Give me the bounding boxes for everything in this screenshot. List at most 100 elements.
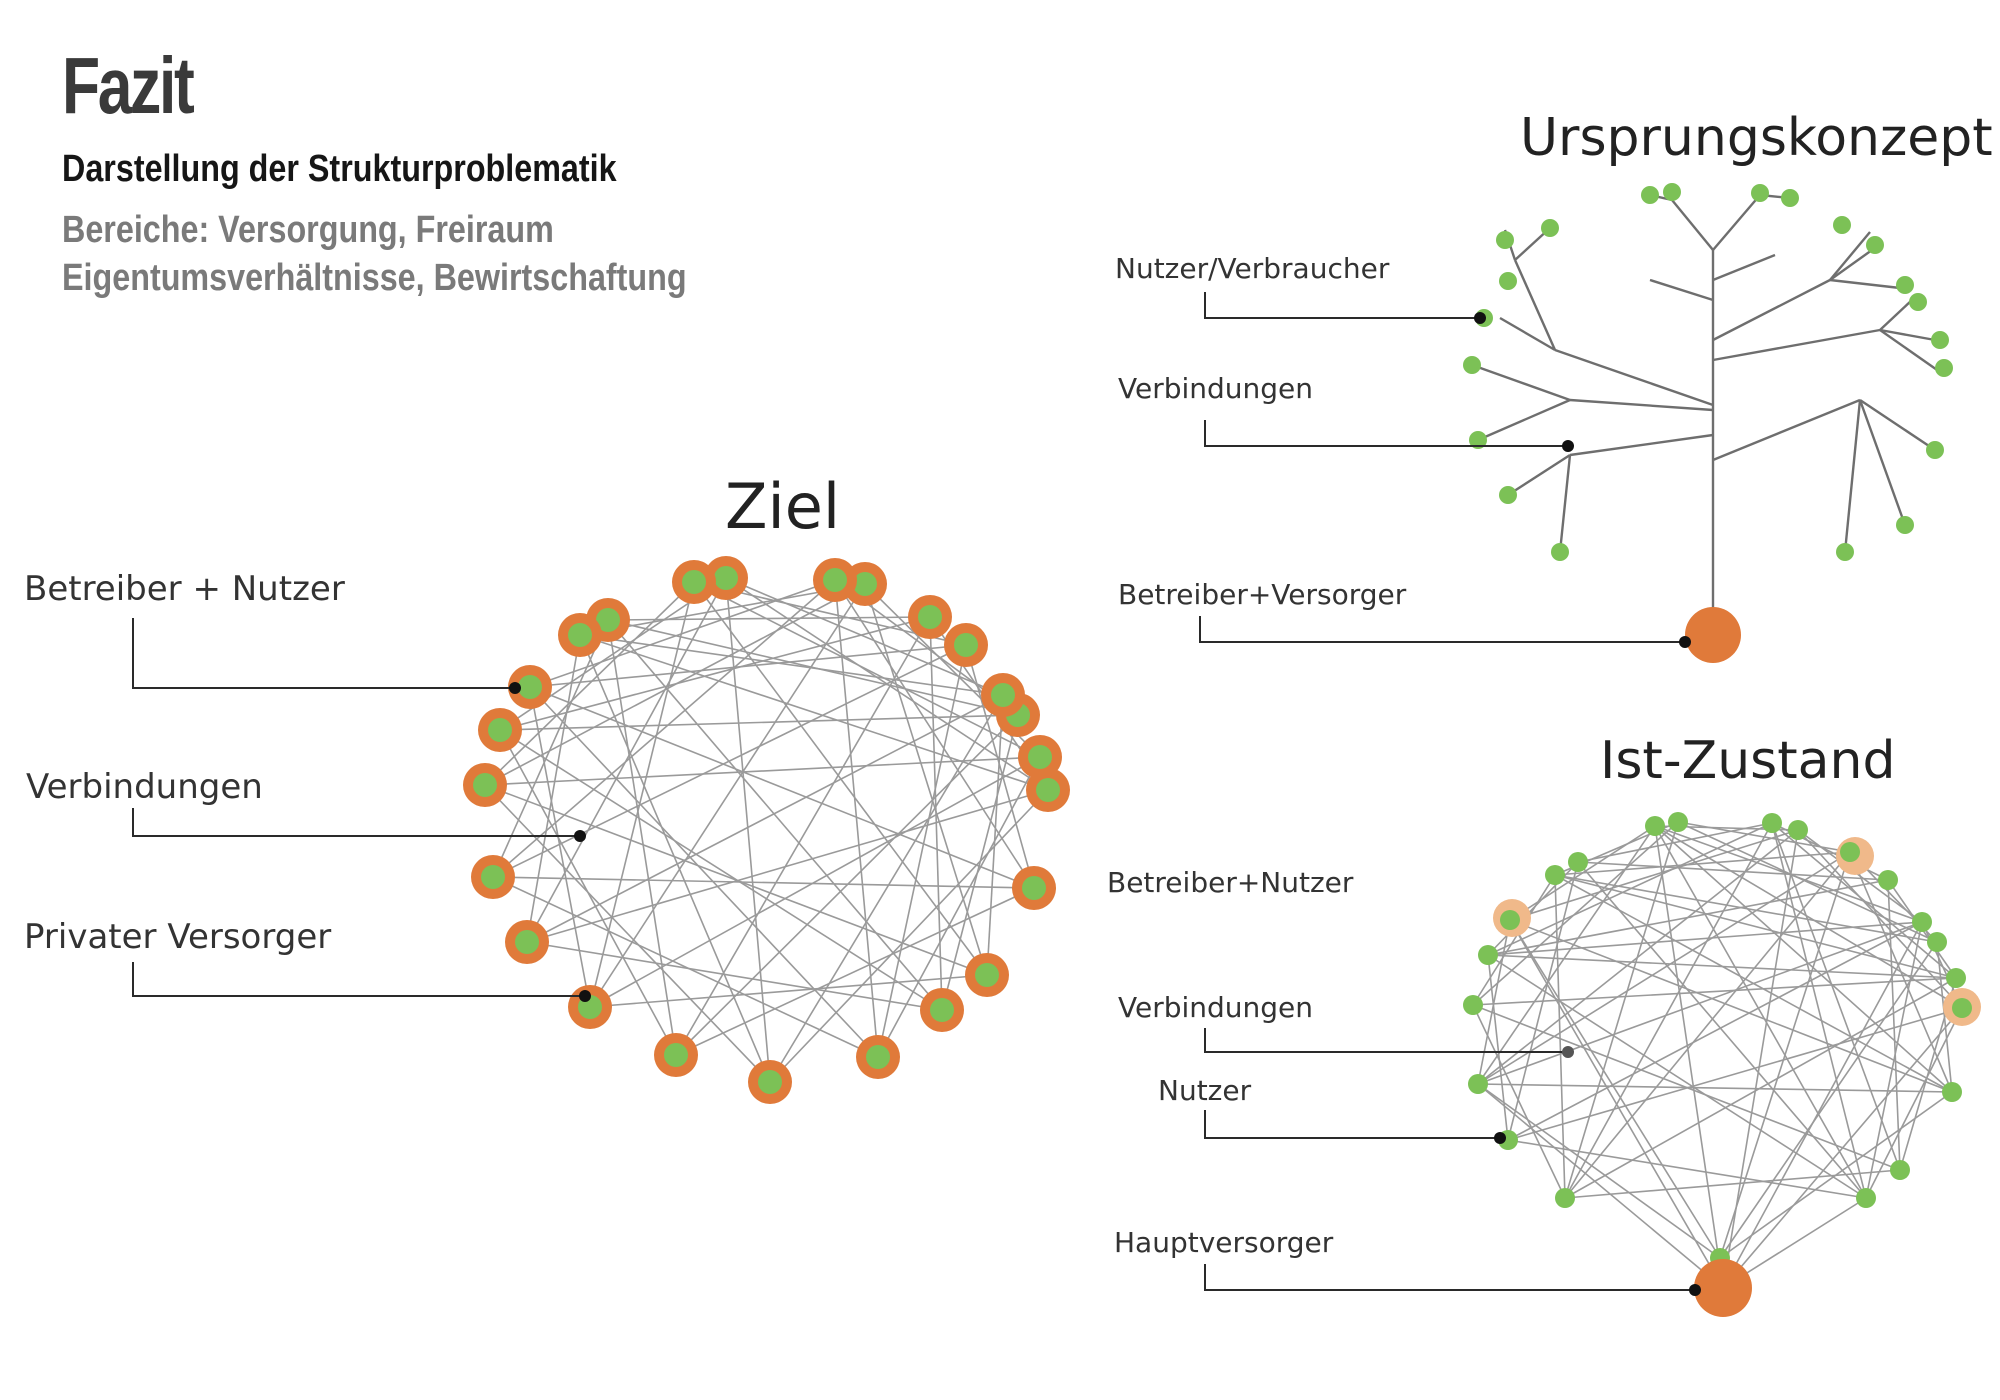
ursprung-leaf-node (1463, 356, 1481, 374)
ziel-connection-line (607, 619, 677, 1056)
ist-supplier-line (1722, 829, 1799, 1289)
ist-supplier-line (1722, 1007, 1963, 1289)
ursprung-branch-line (1712, 194, 1761, 251)
ziel-node (704, 556, 748, 600)
ist-node (1878, 870, 1898, 890)
ist-leader-dot (1562, 1046, 1574, 1058)
ziel-connection-line (607, 616, 931, 621)
ist-supplier-line (1654, 825, 1724, 1289)
ziel-node (908, 595, 952, 639)
ursprung-leader-nutzer (1204, 292, 1480, 319)
ist-node (1890, 1160, 1910, 1180)
ziel-node (478, 708, 522, 752)
ist-connection-line (1564, 821, 1679, 1199)
ziel-leader-verbindungen (132, 808, 580, 837)
ursprung-leader-dot (1679, 636, 1691, 648)
areas-line-1: Bereiche: Versorgung, Freiraum (62, 209, 554, 251)
ist-title: Ist-Zustand (1600, 731, 1895, 791)
ist-nodes (1463, 812, 1981, 1268)
ursprung-title: Ursprungskonzept (1520, 108, 1993, 168)
ist-connection-line (1487, 879, 1889, 956)
ziel-connection-line (529, 579, 836, 688)
ist-connection-line (1472, 874, 1556, 1006)
ziel-connection-line (769, 694, 1004, 1083)
ziel-label-privater-versorger: Privater Versorger (24, 917, 331, 957)
ziel-connection-line (675, 887, 1035, 1056)
ist-connection-line (1487, 921, 1923, 956)
ziel-node (463, 763, 507, 807)
ziel-connection-line (529, 686, 879, 1058)
ursprung-branch-line (1513, 259, 1557, 351)
ziel-connection-line (834, 579, 879, 1058)
ist-connection-line (1472, 1004, 1566, 1199)
ursprung-branch-line (1879, 329, 1941, 373)
ziel-diagram: Ziel Betreiber + Nutzer Verbindungen Pri… (24, 470, 1070, 1104)
ziel-connection-line (492, 876, 879, 1058)
ist-node (1912, 912, 1932, 932)
ist-node (1545, 865, 1565, 885)
ziel-connection-line (589, 974, 988, 1008)
ursprung-leaf-node (1751, 184, 1769, 202)
ursprung-leader-dot (1562, 440, 1574, 452)
ziel-label-betreiber-nutzer: Betreiber + Nutzer (24, 569, 345, 609)
ziel-node (944, 623, 988, 667)
ursprung-branch-line (1859, 399, 1936, 451)
ursprung-branch-line (1858, 399, 1907, 526)
ursprung-nodes (1463, 183, 1953, 561)
ursprung-diagram: Ursprungskonzept Nutzer/Verbraucher Verb… (1115, 108, 1993, 663)
ist-connection-line (1477, 921, 1923, 1085)
ziel-connection-line (484, 756, 1041, 786)
ziel-connection-line (529, 644, 967, 688)
ist-connection-line (1577, 861, 1889, 881)
ist-connection-line (1487, 954, 1509, 1141)
ziel-nodes (463, 556, 1070, 1104)
ursprung-leaf-node (1551, 543, 1569, 561)
ursprung-branch-line (1829, 278, 1901, 290)
ziel-node (965, 953, 1009, 997)
ist-node (1463, 995, 1483, 1015)
ziel-connection-line (607, 619, 943, 1011)
ist-connection-line (1564, 822, 1773, 1199)
ursprung-leaf-node (1499, 272, 1517, 290)
ursprung-leaf-node (1926, 441, 1944, 459)
ist-node (1645, 816, 1665, 836)
ist-connection-line (1477, 1083, 1953, 1093)
ist-connection-line (1554, 851, 1851, 876)
ist-connection-line (1677, 821, 1938, 943)
ist-connection-line (1477, 1083, 1721, 1259)
ziel-leader-dot (579, 990, 591, 1002)
ist-node (1942, 1082, 1962, 1102)
ist-node (1927, 932, 1947, 952)
ursprung-branch-line (1712, 398, 1861, 462)
ist-supplier-line (1509, 919, 1724, 1289)
ziel-connection-line (526, 634, 581, 943)
ist-leader-dot (1494, 1132, 1506, 1144)
ist-diagram: Ist-Zustand Betreiber+Nutzer Verbindunge… (1107, 731, 1981, 1317)
ist-connection-line (1577, 861, 1867, 1199)
ziel-connection-line (526, 789, 1049, 943)
ziel-node (1012, 866, 1056, 910)
ursprung-branch-line (1558, 454, 1572, 553)
ursprung-leaf-node (1496, 231, 1514, 249)
ist-leader-dot (1689, 1284, 1701, 1296)
ziel-connection-line (579, 634, 1049, 791)
ziel-connection-line (484, 784, 988, 976)
ist-node (1568, 852, 1588, 872)
ist-label-nutzer: Nutzer (1158, 1074, 1252, 1107)
ist-supplier-line (1722, 921, 1923, 1289)
ziel-connection-line (675, 714, 1019, 1056)
ist-connection-line (1865, 1007, 1963, 1199)
ziel-node (508, 665, 552, 709)
ist-node (1856, 1188, 1876, 1208)
ziel-node (920, 988, 964, 1032)
ist-node (1478, 945, 1498, 965)
ziel-connection-line (492, 619, 609, 878)
ist-connection-line (1564, 851, 1851, 1199)
ist-node (1500, 910, 1520, 930)
ist-leader-nutzer (1204, 1110, 1500, 1139)
ist-node (1952, 998, 1972, 1018)
ziel-connection-line (877, 644, 967, 1058)
ist-connection-line (1487, 954, 1867, 1199)
ziel-connection-line (834, 579, 1035, 889)
